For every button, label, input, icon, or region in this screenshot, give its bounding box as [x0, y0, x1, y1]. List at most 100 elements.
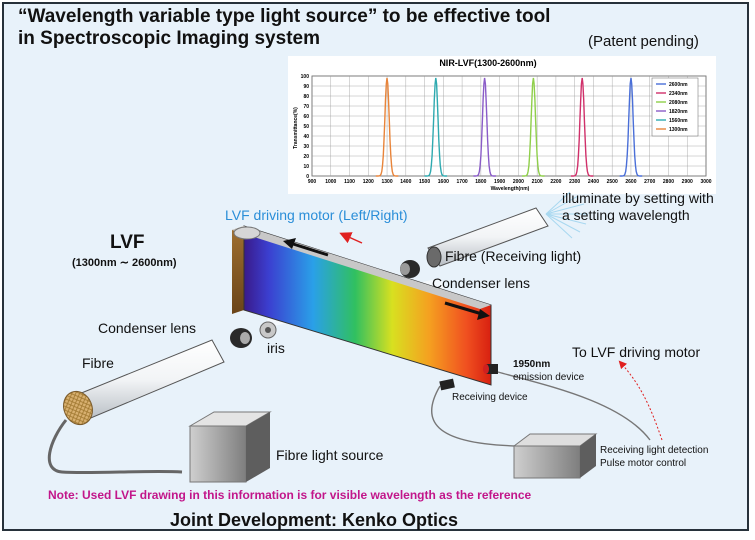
emission-wavelength-label: 1950nm: [513, 359, 551, 370]
fibre-left-end: [63, 390, 93, 426]
chart-y-label: Transmittance(%): [293, 107, 299, 149]
red-dashed-arrow: [618, 360, 663, 441]
receiving-device-label: Receiving device: [452, 392, 528, 403]
chart-legend-label: 1820nm: [669, 109, 688, 115]
detection-label: Receiving light detection: [600, 445, 709, 456]
chart-series-line: [473, 77, 496, 177]
iris-aperture: [265, 327, 271, 333]
chart-x-tick-label: 2200: [550, 179, 561, 185]
chart-x-tick-label: 2600: [625, 179, 636, 185]
fibre-light-source: [188, 411, 272, 483]
light-source-side: [246, 412, 270, 482]
chart-series: [375, 77, 643, 177]
arrow-right: [444, 301, 483, 316]
chart-legend: 2600nm 2340nm 2080nm 1820nm 1560nm 1300nm: [651, 77, 699, 137]
chart-series-line: [375, 77, 399, 177]
chart-y-tick-label: 40: [303, 134, 309, 140]
chart-y-tick-label: 90: [303, 84, 309, 90]
chart-x-tick-label: 1200: [363, 179, 374, 185]
lvf-gradient: [243, 225, 492, 386]
arrow-left: [289, 241, 329, 257]
motor-control-label: Pulse motor control: [600, 458, 687, 469]
chart-x-tick-label: 3000: [700, 179, 711, 185]
lvf-label: LVF: [110, 232, 145, 253]
condenser-lens-right-label: Condenser lens: [432, 275, 531, 291]
reference-note: Note: Used LVF drawing in this informati…: [48, 488, 532, 502]
emission-device-body: [486, 364, 498, 374]
fibre-left-tube: [73, 339, 225, 421]
fibre-label: Fibre: [82, 355, 114, 371]
chart-x-tick-label: 2400: [588, 179, 599, 185]
chart-x-tick-label: 1100: [344, 179, 355, 185]
receiving-device: [439, 378, 455, 391]
chart-x-tick-label: 1400: [400, 179, 411, 185]
chart-y-tick-label: 100: [301, 74, 310, 80]
receiving-fibre-end: [426, 246, 442, 268]
chart-x-tick-label: 2900: [682, 179, 693, 185]
to-motor-label: To LVF driving motor: [572, 344, 701, 360]
condenser-lens-left-label: Condenser lens: [98, 320, 197, 336]
chart-x-tick-label: 1900: [494, 179, 505, 185]
red-motor-arrow: [339, 232, 363, 244]
chart-series-line: [424, 77, 448, 177]
chart-legend-label: 1560nm: [669, 118, 688, 124]
lvf-filter: [232, 225, 492, 386]
chart-legend-label: 2600nm: [669, 82, 688, 88]
title-line-2: in Spectroscopic Imaging system: [18, 28, 320, 49]
illuminate-label: illuminate by setting with a setting wav…: [562, 190, 714, 223]
light-source-front: [189, 425, 247, 483]
chart-y-tick-label: 0: [306, 174, 309, 180]
chart-y-tick-label: 60: [303, 114, 309, 120]
control-box-front: [513, 445, 581, 479]
chart-legend-label: 2340nm: [669, 91, 688, 97]
fibre-left: [47, 339, 225, 475]
iris-label: iris: [267, 340, 285, 356]
condenser-lens-right-glass: [400, 263, 410, 275]
footer-joint-development: Joint Development: Kenko Optics: [170, 510, 459, 530]
chart-x-tick-label: 2100: [532, 179, 543, 185]
chart-x-tick-label: 1300: [381, 179, 392, 185]
motor-shaft: [233, 226, 261, 240]
control-box: [512, 433, 598, 479]
illumination-rays: [545, 191, 588, 239]
title-line-1: “Wavelength variable type light source” …: [18, 6, 551, 27]
chart-x-tick-label: 2000: [513, 179, 524, 185]
chart-y-tick-label: 20: [303, 154, 309, 160]
emission-wire: [497, 371, 651, 441]
chart-y-tick-label: 70: [303, 104, 309, 110]
lvf-top-edge: [232, 226, 491, 309]
lvf-left-edge: [232, 226, 244, 314]
chart-legend-label: 2080nm: [669, 100, 688, 106]
chart-title: NIR-LVF(1300-2600nm): [439, 58, 536, 68]
chart-grid: [311, 75, 707, 177]
chart-x-label: Wavelength(nm): [491, 186, 530, 192]
receiving-device-body: [439, 378, 455, 391]
chart-y-tick-label: 50: [303, 124, 309, 130]
condenser-lens-right: [400, 260, 420, 278]
control-box-side: [580, 434, 596, 478]
receiving-fibre: [426, 191, 588, 268]
filter-direction-arrows: [283, 238, 490, 320]
chart-x-tick-label: 2500: [607, 179, 618, 185]
patent-note: (Patent pending): [588, 33, 699, 50]
motor-label: LVF driving motor (Left/Right): [225, 207, 408, 223]
control-box-label: Receiving light detection Pulse motor co…: [600, 444, 708, 470]
chart-x-tick-label: 2300: [569, 179, 580, 185]
chart-y-tick-label: 80: [303, 94, 309, 100]
emission-device-label: emission device: [513, 372, 585, 383]
light-source-label: Fibre light source: [276, 447, 384, 463]
chart-x-tick-label: 1700: [457, 179, 468, 185]
arrow-left-head: [283, 238, 296, 249]
chart-x-tick-label: 2800: [663, 179, 674, 185]
emission-device: [483, 364, 498, 374]
chart-series-line: [522, 77, 545, 177]
chart-x-tick-label: 1500: [419, 179, 430, 185]
condenser-lens-left: [230, 328, 252, 348]
chart-legend-label: 1300nm: [669, 127, 688, 133]
emission-device-lens: [483, 364, 489, 374]
